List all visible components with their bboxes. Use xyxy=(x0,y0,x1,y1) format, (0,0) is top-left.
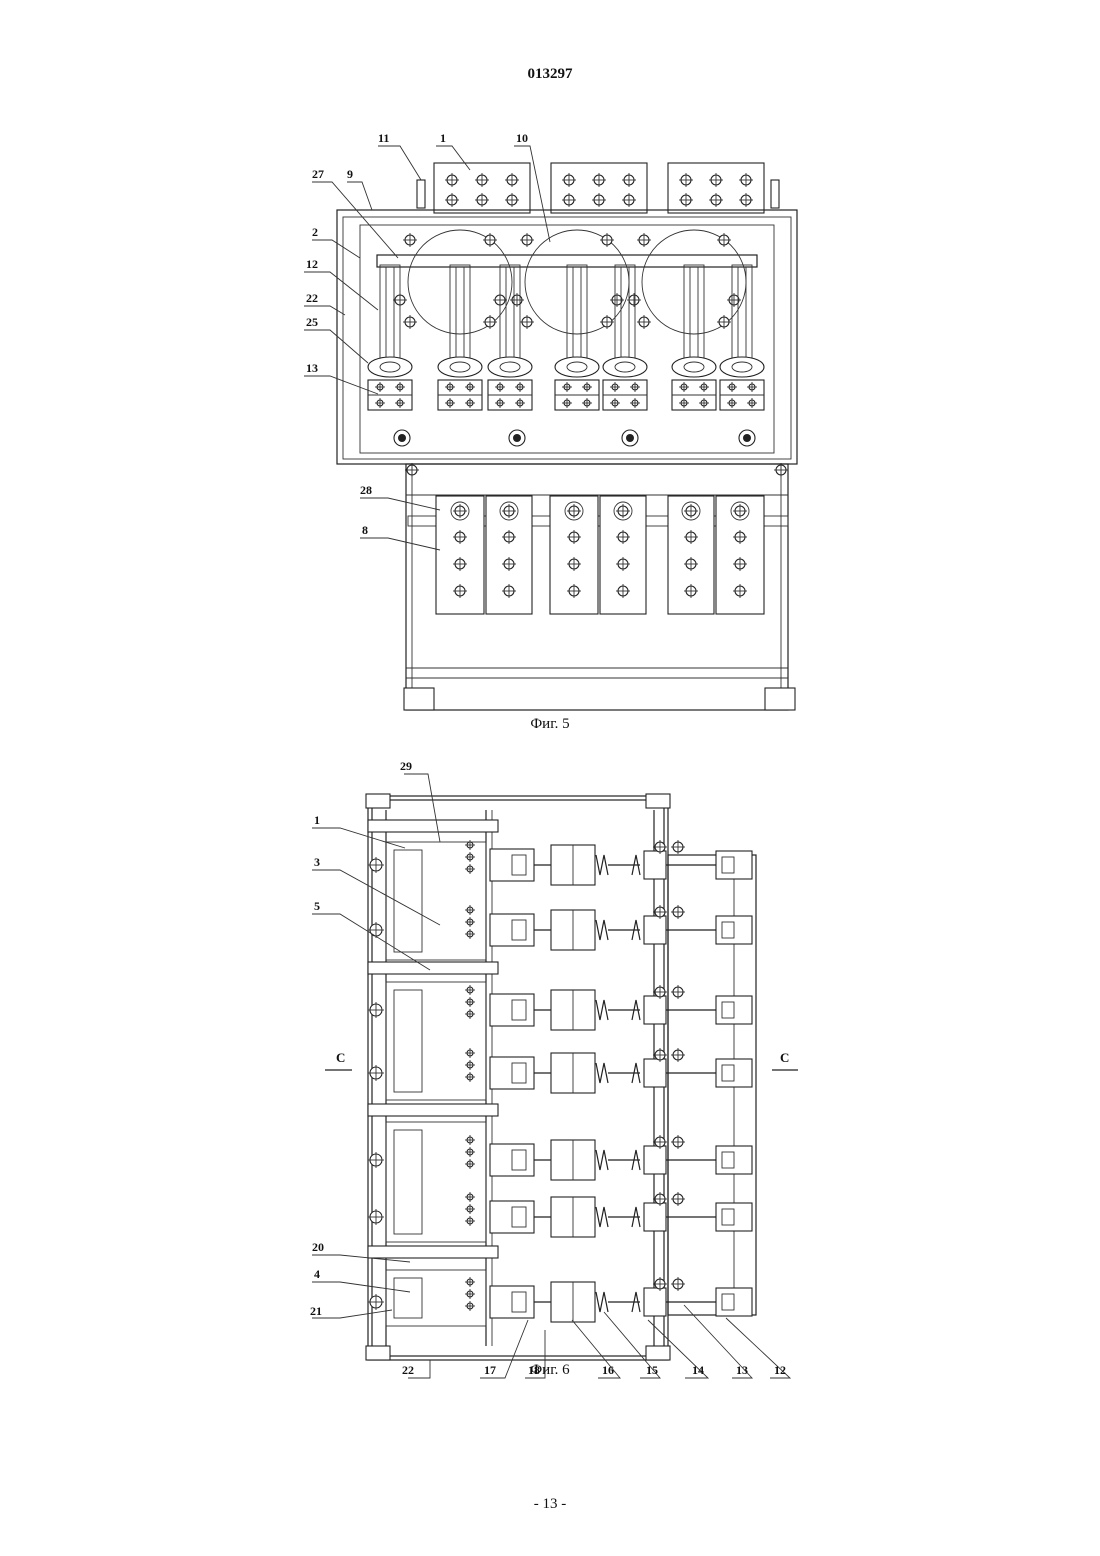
page-number: - 13 - xyxy=(0,1496,1100,1513)
figure-6-caption: Фиг. 6 xyxy=(0,1362,1100,1379)
figure-5-caption: Фиг. 5 xyxy=(0,716,1100,733)
